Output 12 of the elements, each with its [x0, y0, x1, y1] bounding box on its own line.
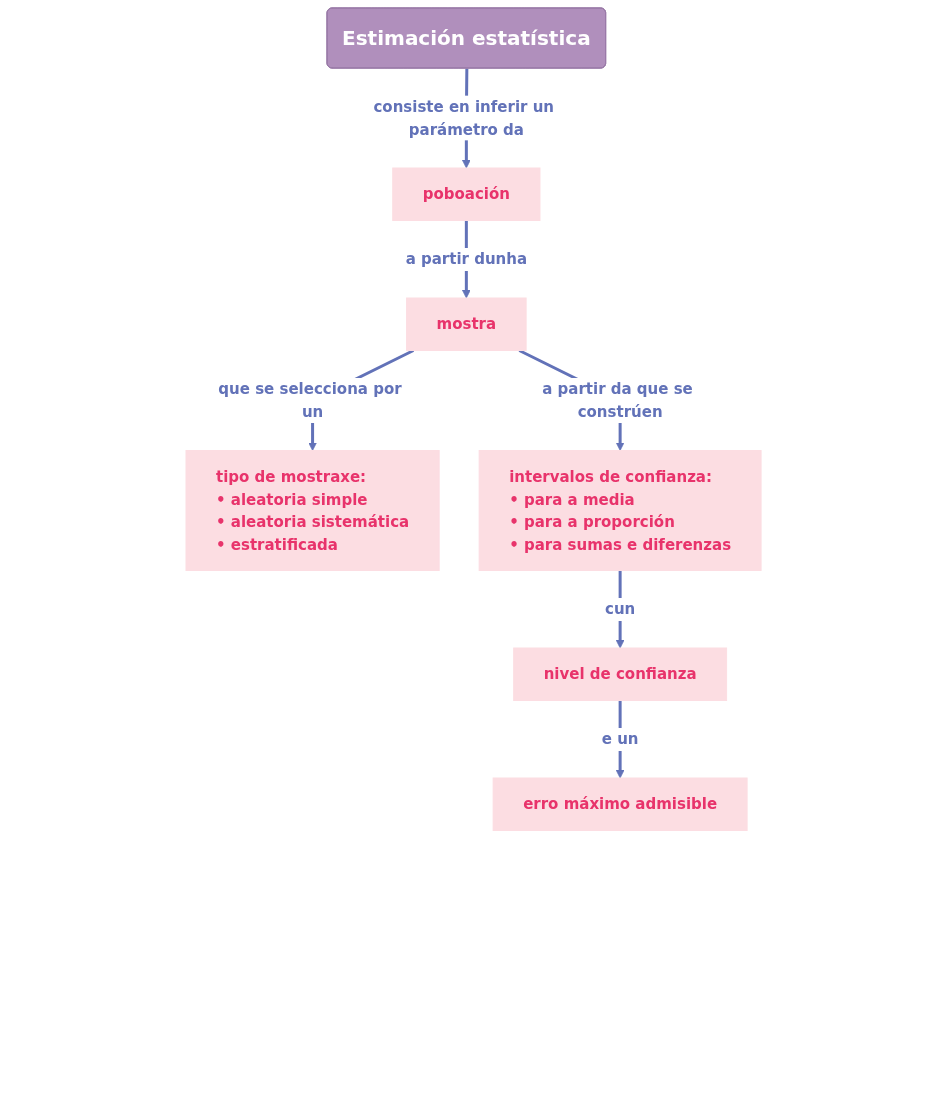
edge-label: cun — [604, 600, 636, 618]
node-box: mostra — [406, 297, 527, 351]
edge-label: e un — [601, 730, 639, 748]
node-box: poboación — [392, 167, 541, 221]
node-box: nivel de confianza — [513, 647, 728, 701]
node-box: erro máximo admisible — [492, 777, 748, 831]
edge-label: consiste en inferir un parámetro da — [373, 97, 554, 138]
node-box: tipo de mostraxe: • aleatoria simple • aleatoria sistemática • estratificada — [185, 450, 440, 571]
node-box: intervalos de confianza: • para a media • para a proporción • para sumas e diferenzas — [478, 450, 762, 571]
edge-label: a partir da que se constrúen — [542, 380, 693, 421]
edge-label: a partir dunha — [405, 250, 528, 268]
edge-label: que se selecciona por un — [218, 380, 402, 421]
